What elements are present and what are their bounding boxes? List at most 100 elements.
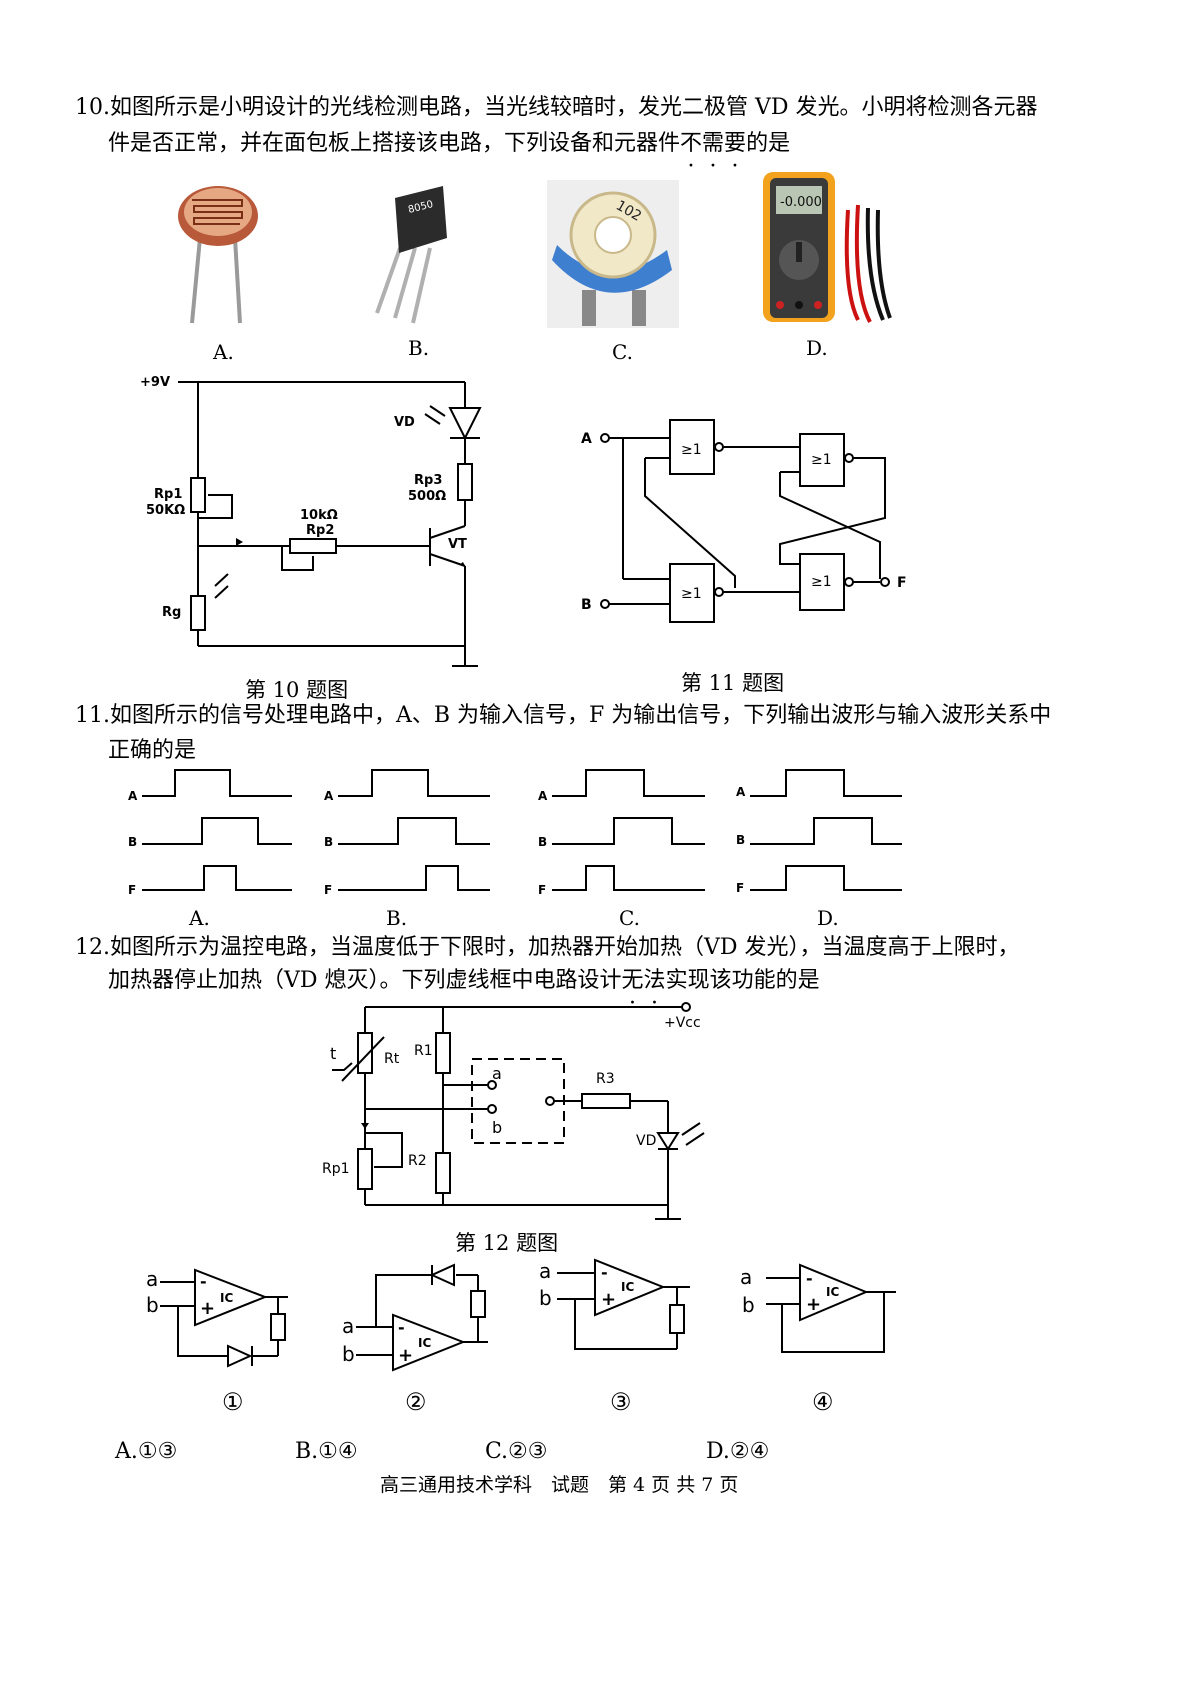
q10-line2: 件是否正常，并在面包板上搭接该电路，下列设备和元器件不需要的是 [108,126,790,162]
opamp4-ic: IC [826,1285,839,1299]
q12-answer-a: A.①③ [115,1439,178,1464]
q10-line2-pre: 件是否正常，并在面包板上搭接该电路，下列设备和元器件 [108,131,681,156]
wave-f-label-3: F [538,883,546,897]
page-footer: 高三通用技术学科 试题 第 4 页 共 7 页 [380,1474,739,1496]
opamp2-minus: - [398,1318,405,1337]
opamp3-ic: IC [621,1280,634,1294]
wave-f-label-4: F [736,881,744,895]
label-rp1-value: 50KΩ [146,503,185,518]
input-a-label: A [581,431,592,447]
trim-potentiometer-image: 102 [547,180,679,328]
output-f-label: F [897,575,907,591]
wave-b-label-3: B [538,835,547,849]
q10-option-d: D. [806,336,828,360]
label-r1: R1 [414,1043,433,1059]
wave-a-label-4: A [736,785,746,799]
wave-a-label-3: A [538,789,548,803]
gate-4-label: ≥1 [811,574,832,590]
label-vd: VD [394,415,415,430]
wave-f-label-2: F [324,883,332,897]
circuit-number-1: ① [222,1388,244,1416]
label-vd: VD [636,1133,656,1149]
q12-caption: 第 12 题图 [455,1231,559,1255]
circuit-number-2: ② [405,1388,427,1416]
q10-emphasis-1: 不 [680,131,702,156]
label-a: a [492,1064,502,1083]
wave-f-label-1: F [128,883,136,897]
opamp4-a: a [740,1265,752,1289]
q11-logic-diagram: ≥1 ≥1 ≥1 ≥1 A B F [581,419,907,623]
opamp1-b: b [146,1293,159,1317]
transistor-image: 8050 [375,186,447,324]
q10-option-c: C. [612,340,633,364]
wave-b-label-2: B [324,835,333,849]
q10-option-a: A. [213,340,234,364]
q10-circuit-diagram: +9V VD Rp1 50KΩ 10kΩ Rp2 Rp3 500Ω VT Rg [140,375,482,667]
q10-option-b: B. [408,336,430,360]
q11-waveforms: A B F A B F A B F A B F [128,769,902,897]
wave-b-label-4: B [736,833,745,847]
opamp-circuit-2: a b - + IC [342,1263,488,1372]
circuit-number-3: ③ [610,1388,632,1416]
q12-line2-pre: 加热器停止加热（VD 熄灭）。下列虚线框中电路设计 [108,968,622,993]
opamp3-plus: + [601,1289,616,1310]
q12-line2: 加热器停止加热（VD 熄灭）。下列虚线框中电路设计无法实现该功能的是 [108,963,820,999]
q12-answer-b: B.①④ [295,1439,358,1464]
label-rp2-value: 10kΩ [300,508,338,523]
label-rp3-value: 500Ω [408,489,446,504]
label-rp3: Rp3 [414,473,442,488]
opamp3-a: a [539,1259,551,1283]
q12-answer-d: D.②④ [706,1439,770,1464]
label-t: t [330,1044,336,1063]
opamp2-ic: IC [418,1336,431,1350]
q12-circuit-diagram: +Vcc t Rt R1 a b R3 VD R2 Rp1 [322,1002,705,1220]
label-rp1: Rp1 [322,1161,350,1177]
wave-b-label-1: B [128,835,137,849]
opamp1-plus: + [200,1298,215,1319]
q11-line1: 11.如图所示的信号处理电路中，A、B 为输入信号，F 为输出信号，下列输出波形… [75,703,1052,728]
q12-emphasis-1: 无 [622,968,644,993]
opamp4-minus: - [806,1269,813,1288]
multimeter-image: -0.000 [763,172,892,323]
label-r3: R3 [596,1071,615,1087]
q11-option-c: C. [619,906,640,930]
opamp-circuit-4: a b - + IC [740,1263,896,1353]
label-rg: Rg [162,605,181,620]
q12-line1: 12.如图所示为温控电路，当温度低于下限时，加热器开始加热（VD 发光），当温度… [75,935,1020,960]
q11-option-a: A. [189,906,210,930]
label-vcc: +Vcc [664,1015,701,1031]
opamp4-plus: + [806,1294,821,1315]
opamp3-minus: - [601,1263,608,1282]
q11-caption: 第 11 题图 [681,671,785,695]
q10-emphasis-3: 要 [724,131,746,156]
gate-2-label: ≥1 [681,586,702,602]
opamp2-b: b [342,1342,355,1366]
label-vt: VT [448,537,467,552]
opamp1-a: a [146,1267,158,1291]
meter-display: -0.000 [780,195,822,210]
label-rt: Rt [384,1051,400,1067]
wave-a-label-1: A [128,789,138,803]
gate-3-label: ≥1 [811,452,832,468]
opamp4-b: b [742,1293,755,1317]
opamp-circuit-3: a b - + IC [539,1258,690,1350]
label-b: b [492,1118,502,1137]
q10-caption: 第 10 题图 [245,678,349,702]
q12-line2-post: 实现该功能的是 [665,968,820,993]
label-vcc: +9V [140,375,170,390]
q11-line2: 正确的是 [108,738,197,763]
circuit-number-4: ④ [812,1388,834,1416]
wave-a-label-2: A [324,789,334,803]
photoresistor-image [178,186,258,324]
q10-emphasis-2: 需 [702,131,724,156]
opamp3-b: b [539,1286,552,1310]
q11-option-d: D. [817,906,839,930]
gate-1-label: ≥1 [681,442,702,458]
q12-answer-c: C.②③ [485,1439,548,1464]
q11-option-b: B. [386,906,408,930]
opamp-circuit-1: a b - + IC [146,1267,288,1368]
opamp2-a: a [342,1314,354,1338]
label-rp2: Rp2 [306,523,334,538]
opamp1-minus: - [200,1272,207,1291]
q10-line2-post: 的是 [746,131,791,156]
